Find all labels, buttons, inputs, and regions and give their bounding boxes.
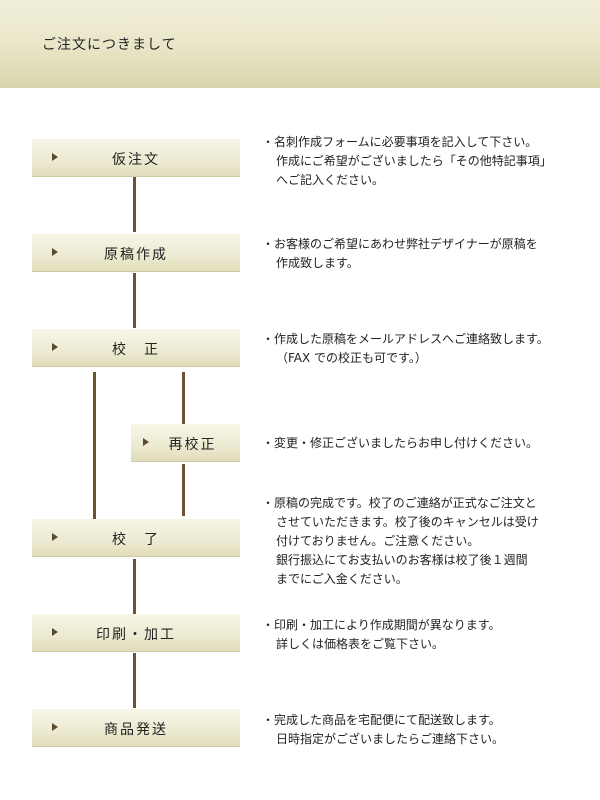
step-label: 再校正 <box>168 437 217 453</box>
step-description: ・印刷・加工により作成期間が異なります。 詳しくは価格表をご覧下さい。 <box>262 616 592 654</box>
triangle-right-icon <box>143 438 149 446</box>
triangle-right-icon <box>52 628 58 636</box>
description-line: 銀行振込にてお支払いのお客様は校了後１週間 <box>276 553 528 567</box>
triangle-right-icon <box>52 723 58 731</box>
step-koryo: 校 了 <box>32 519 240 557</box>
page-header: ご注文につきまして <box>0 0 600 88</box>
step-description: ・お客様のご希望にあわせ弊社デザイナーが原稿を 作成致します。 <box>262 235 592 273</box>
description-line: （FAX での校正も可です。） <box>276 351 427 365</box>
step-insatsu-kako: 印刷・加工 <box>32 614 240 652</box>
connector-line <box>182 372 185 424</box>
step-description: ・原稿の完成です。校了のご連絡が正式なご注文と させていただきます。校了後のキャ… <box>262 494 592 589</box>
connector-line <box>133 177 136 232</box>
description-line: ・印刷・加工により作成期間が異なります。 <box>262 618 501 632</box>
connector-line <box>93 372 96 519</box>
step-description: ・変更・修正ございましたらお申し付けください。 <box>262 434 592 453</box>
step-description: ・完成した商品を宅配便にて配送致します。 日時指定がございましたらご連絡下さい。 <box>262 711 592 749</box>
triangle-right-icon <box>52 153 58 161</box>
description-line: ・お客様のご希望にあわせ弊社デザイナーが原稿を <box>262 237 538 251</box>
description-line: 作成致します。 <box>276 256 359 270</box>
description-line: ・変更・修正ございましたらお申し付けください。 <box>262 436 539 450</box>
description-line: 作成にご希望がございましたら「その他特記事項」 <box>276 154 552 168</box>
step-label: 印刷・加工 <box>96 627 176 643</box>
description-line: ・原稿の完成です。校了のご連絡が正式なご注文と <box>262 496 537 510</box>
connector-line <box>133 273 136 328</box>
description-line: 付けておりません。ご注意ください。 <box>276 534 480 548</box>
step-kari-chumon: 仮注文 <box>32 139 240 177</box>
step-label: 原稿作成 <box>104 247 168 263</box>
description-line: までにご入金ください。 <box>276 572 408 586</box>
step-genko-sakusei: 原稿作成 <box>32 234 240 272</box>
connector-line <box>133 559 136 614</box>
step-label: 校 了 <box>112 532 160 548</box>
triangle-right-icon <box>52 248 58 256</box>
triangle-right-icon <box>52 533 58 541</box>
description-line: へご記入ください。 <box>276 173 385 187</box>
description-line: 詳しくは価格表をご覧下さい。 <box>276 637 445 651</box>
description-line: ・完成した商品を宅配便にて配送致します。 <box>262 713 501 727</box>
step-label: 仮注文 <box>112 152 160 168</box>
description-line: させていただきます。校了後のキャンセルは受け <box>276 515 539 529</box>
description-line: ・作成した原稿をメールアドレスへご連絡致します。 <box>262 332 549 346</box>
connector-line <box>182 464 185 516</box>
description-line: ・名刺作成フォームに必要事項を記入して下さい。 <box>262 135 538 149</box>
connector-line <box>133 653 136 708</box>
step-label: 商品発送 <box>104 722 168 738</box>
step-kosei: 校 正 <box>32 329 240 367</box>
triangle-right-icon <box>52 343 58 351</box>
step-label: 校 正 <box>112 342 160 358</box>
page-title: ご注文につきまして <box>42 37 177 53</box>
description-line: 日時指定がございましたらご連絡下さい。 <box>276 732 505 746</box>
step-description: ・名刺作成フォームに必要事項を記入して下さい。 作成にご希望がございましたら「そ… <box>262 133 592 190</box>
step-description: ・作成した原稿をメールアドレスへご連絡致します。 （FAX での校正も可です。） <box>262 330 592 368</box>
step-sai-kosei: 再校正 <box>131 424 240 462</box>
step-shohin-hasso: 商品発送 <box>32 709 240 747</box>
